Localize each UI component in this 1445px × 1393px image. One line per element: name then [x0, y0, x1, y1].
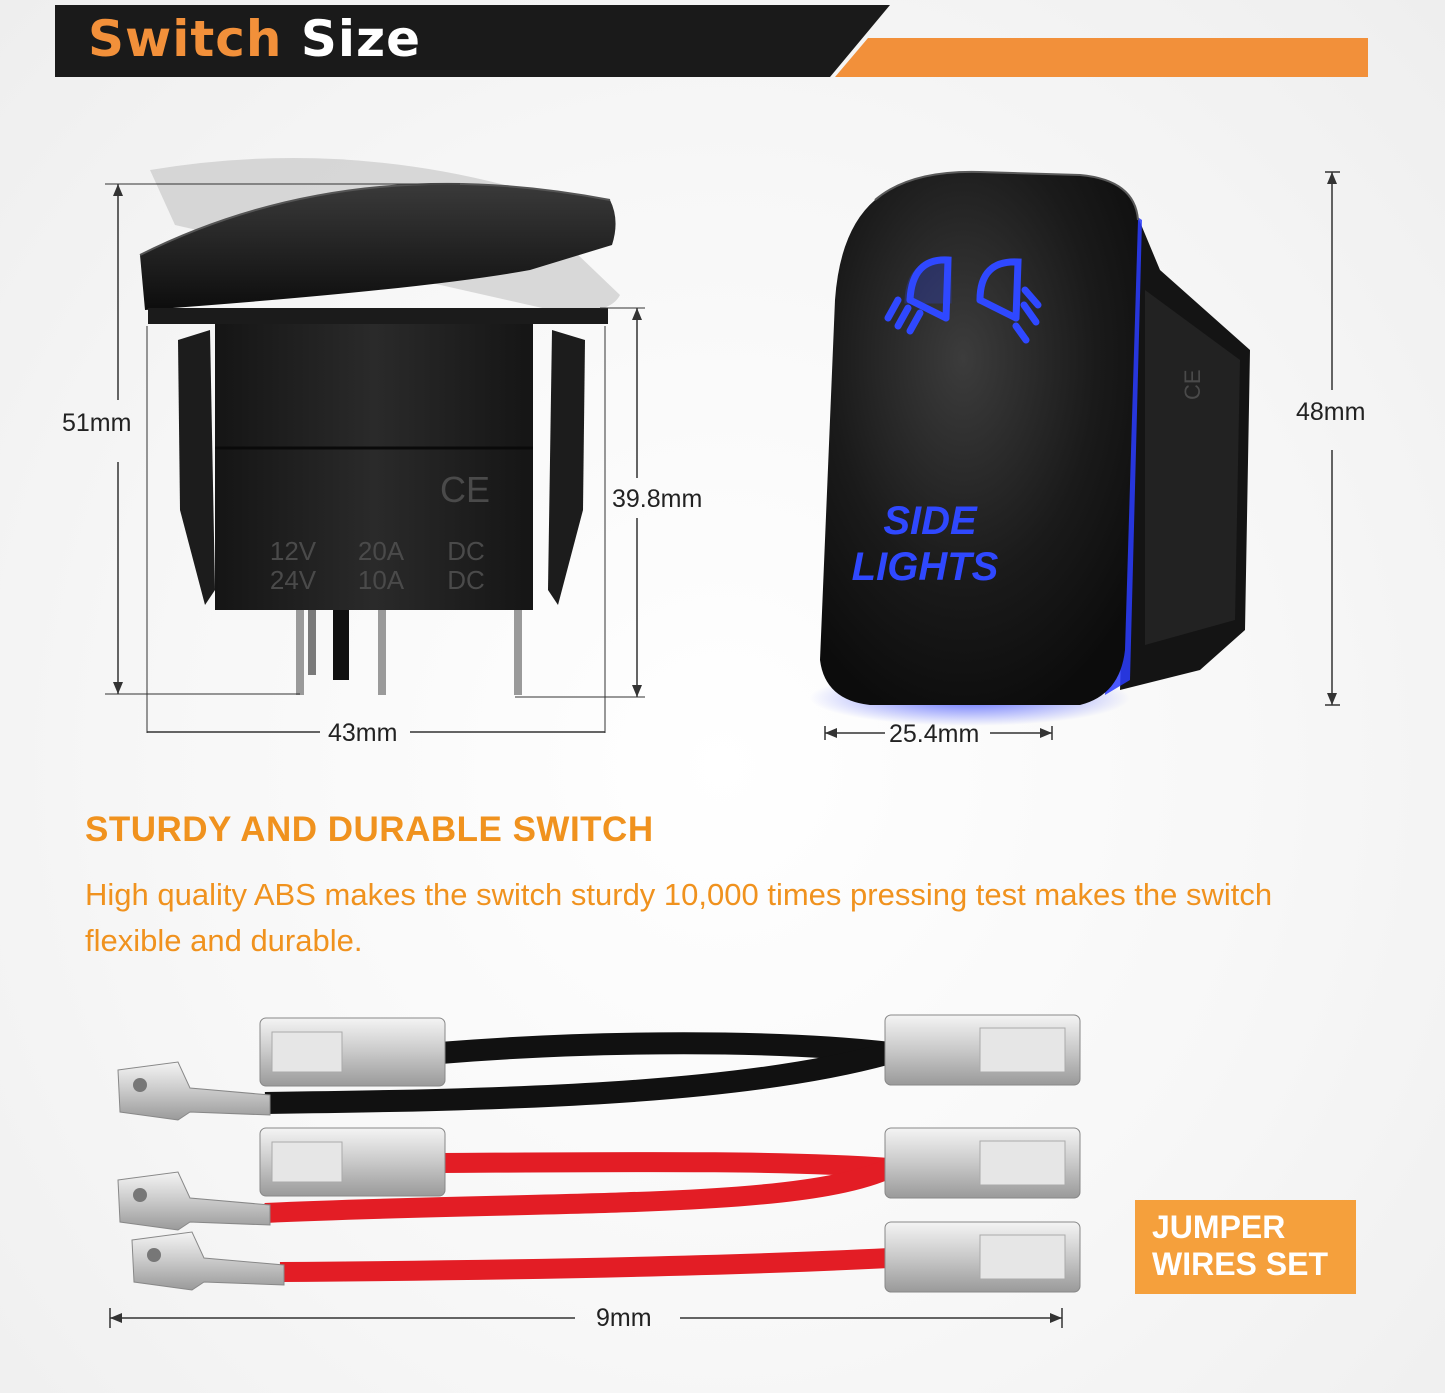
- female-terminal-left-1: [259, 1017, 446, 1087]
- dimension-width-25-4mm: 25.4mm: [889, 720, 980, 748]
- marking-20a: 20A: [358, 536, 405, 566]
- feature-heading: STURDY AND DURABLE SWITCH: [85, 810, 654, 849]
- page-title: Switch Size: [88, 8, 421, 70]
- feature-description: High quality ABS makes the switch sturdy…: [85, 877, 1273, 958]
- jumper-wires-illustration: [109, 1014, 1081, 1328]
- title-rest: Size: [300, 10, 422, 68]
- switch-side-view: CE 12V 20A DC 24V 10A DC: [105, 158, 645, 733]
- badge-line-2: WIRES SET: [1152, 1246, 1329, 1282]
- marking-10a: 10A: [358, 565, 405, 595]
- dimension-height-48mm: 48mm: [1296, 398, 1366, 426]
- header-bar: [55, 5, 1368, 77]
- dimension-height-51mm: 51mm: [62, 409, 132, 437]
- female-terminal-right-1: [884, 1014, 1081, 1086]
- marking-24v: 24V: [270, 565, 317, 595]
- badge-line-1: JUMPER: [1152, 1209, 1286, 1245]
- dimension-width-43mm: 43mm: [328, 719, 398, 747]
- side-lights-icon: [884, 256, 1042, 344]
- marking-dc-2: DC: [447, 565, 485, 595]
- switch-front-view: CE SIDE LIGHTS: [810, 170, 1340, 740]
- female-terminal-left-2: [259, 1127, 446, 1197]
- dimension-length-9mm: 9mm: [596, 1304, 652, 1332]
- legend-side: SIDE: [883, 499, 978, 543]
- female-terminal-right-2: [884, 1127, 1081, 1199]
- male-terminal-2: [117, 1171, 271, 1231]
- male-terminal-3: [131, 1231, 285, 1291]
- jumper-wires-badge: JUMPER WIRES SET: [1135, 1200, 1356, 1294]
- legend-lights: LIGHTS: [852, 545, 999, 589]
- side-ce-marking: CE: [1180, 369, 1205, 400]
- marking-12v: 12V: [270, 536, 317, 566]
- marking-dc-1: DC: [447, 536, 485, 566]
- dimension-body-39-8mm: 39.8mm: [612, 485, 703, 513]
- title-highlight: Switch: [88, 10, 283, 68]
- female-terminal-right-3: [884, 1221, 1081, 1293]
- male-terminal-1: [117, 1061, 271, 1121]
- ce-marking: CE: [440, 469, 490, 510]
